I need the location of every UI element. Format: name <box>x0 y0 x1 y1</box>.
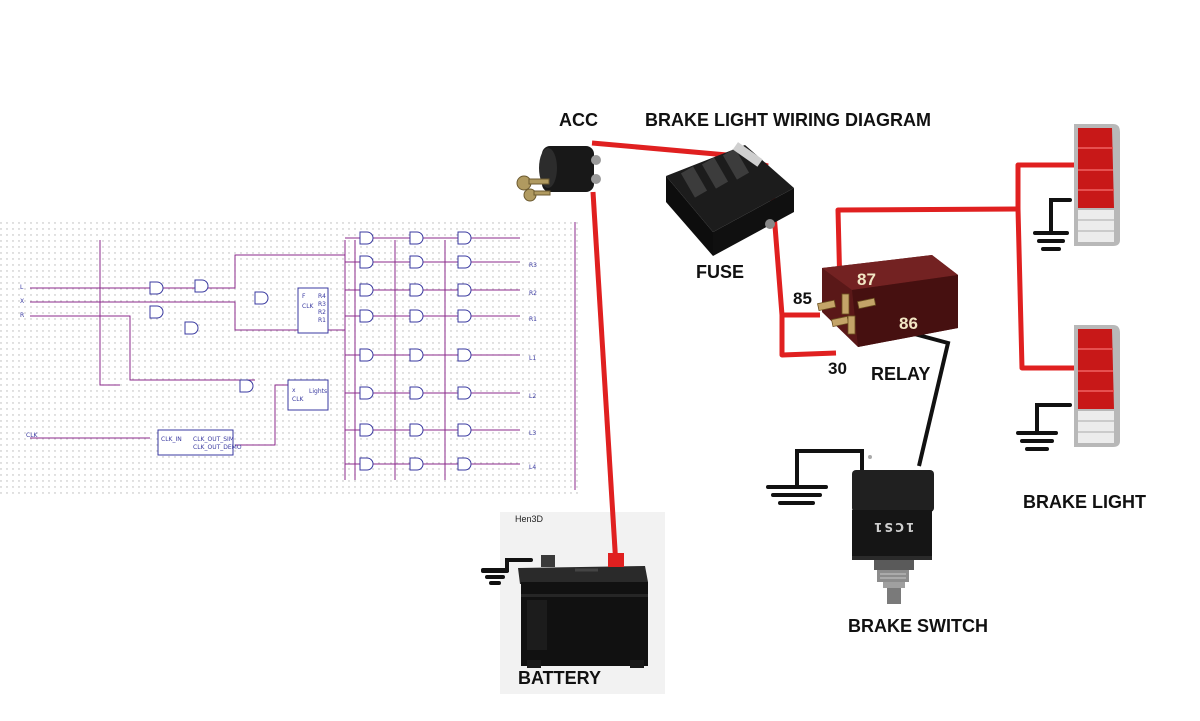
brake-light-lower <box>1074 325 1120 447</box>
key-icon <box>516 175 551 202</box>
wire-acc-to-battery <box>590 191 619 567</box>
logic-gate <box>359 348 374 362</box>
relay-pin-86: 86 <box>899 314 918 333</box>
acc-label: ACC <box>559 110 598 130</box>
ground-symbol-light-upper <box>1033 198 1072 251</box>
schematic-input-clk: CLK <box>26 432 38 439</box>
logic-gate <box>409 423 424 437</box>
logic-gate <box>359 283 374 297</box>
logic-gate <box>254 291 269 305</box>
logic-gate <box>409 309 424 323</box>
clock-pin-out-sim: CLK_OUT_SIM <box>193 436 235 443</box>
logic-gate <box>409 386 424 400</box>
brake-light-upper <box>1074 124 1120 246</box>
flipflop-block <box>297 287 329 334</box>
schematic-wire <box>30 315 255 381</box>
schematic-input-l: L <box>20 284 24 291</box>
schematic-output-l4: L4 <box>529 464 537 471</box>
logic-gate <box>457 309 472 323</box>
relay <box>817 255 958 347</box>
battery-label: BATTERY <box>518 668 601 688</box>
schematic-output-l2: L2 <box>529 393 537 400</box>
logic-gate <box>457 231 472 245</box>
relay-pin-87: 87 <box>857 270 876 289</box>
logic-gate <box>184 321 199 335</box>
logic-gate <box>194 279 209 293</box>
brake-light-label: BRAKE LIGHT <box>1023 492 1146 512</box>
ground-symbol-switch <box>766 449 864 505</box>
diagram-title: BRAKE LIGHT WIRING DIAGRAM <box>645 110 931 130</box>
relay-terminals <box>817 293 877 335</box>
battery-tag: Hen3D <box>515 514 544 524</box>
clock-pin-in: CLK_IN <box>161 436 182 443</box>
logic-gate <box>457 255 472 269</box>
flipflop-pin-r1: R1 <box>318 317 326 324</box>
fuse-label: FUSE <box>696 262 745 282</box>
lights-pin-clk: CLK <box>292 396 304 403</box>
schematic-output-r3: R3 <box>529 262 537 269</box>
logic-gate <box>409 231 424 245</box>
logic-gate <box>409 255 424 269</box>
logic-gate <box>359 255 374 269</box>
red-wires <box>590 140 1074 567</box>
logic-gate <box>359 231 374 245</box>
logic-gate <box>149 281 164 295</box>
relay-label: RELAY <box>871 364 931 384</box>
schematic-wire <box>99 240 120 386</box>
clock-pin-out-demo: CLK_OUT_DEMO <box>193 444 242 451</box>
ground-symbol-light-lower <box>1016 403 1072 451</box>
flipflop-pin-r2: R2 <box>318 309 326 316</box>
schematic-wire <box>235 384 290 446</box>
logic-gate <box>457 423 472 437</box>
wire-relay-87-to-lights <box>835 206 1019 291</box>
logic-gate <box>457 386 472 400</box>
switch-marking: 1CS1 <box>872 520 915 534</box>
flipflop-pin-clk: CLK <box>302 303 314 310</box>
wire-fuse-to-relay-30 <box>779 315 837 358</box>
schematic-input-x: X <box>20 298 25 305</box>
flipflop-pin-r3: R3 <box>318 301 326 308</box>
car-battery <box>518 553 648 668</box>
logic-gate <box>457 348 472 362</box>
logic-gate <box>359 309 374 323</box>
logic-gate <box>457 283 472 297</box>
logic-gate <box>359 386 374 400</box>
wire-to-upper-light <box>1015 162 1074 209</box>
schematic-output-r2: R2 <box>529 290 537 297</box>
logic-gate <box>457 457 472 471</box>
schematic-output-r1: R1 <box>529 316 537 323</box>
lights-pin-lights: Lights <box>309 388 328 395</box>
clock-block <box>157 429 234 456</box>
logic-gate <box>409 457 424 471</box>
relay-pin-30: 30 <box>828 359 847 378</box>
flipflop-pin-f: F <box>302 293 306 300</box>
logic-gate <box>149 305 164 319</box>
logic-gate <box>409 348 424 362</box>
logic-gate <box>239 379 254 393</box>
brake-switch <box>852 455 934 604</box>
logic-gate <box>359 457 374 471</box>
fuse-box <box>666 142 794 256</box>
schematic-wire <box>30 254 345 289</box>
schematic-input-r: R <box>20 312 25 319</box>
schematic-output-l3: L3 <box>529 430 537 437</box>
schematic-wire <box>30 301 345 331</box>
relay-pin-85: 85 <box>793 289 812 308</box>
acc-ignition-switch <box>516 146 601 202</box>
flipflop-pin-r4: R4 <box>318 293 326 300</box>
ground-symbol-battery <box>481 558 533 585</box>
schematic-grid <box>0 218 580 495</box>
brake-switch-label: BRAKE SWITCH <box>848 616 988 636</box>
schematic-output-l1: L1 <box>529 355 537 362</box>
logic-gate <box>359 423 374 437</box>
wire-to-lower-light <box>1015 208 1074 371</box>
logic-gate <box>409 283 424 297</box>
lights-pin-x: x <box>292 387 296 394</box>
lights-block <box>287 379 329 411</box>
